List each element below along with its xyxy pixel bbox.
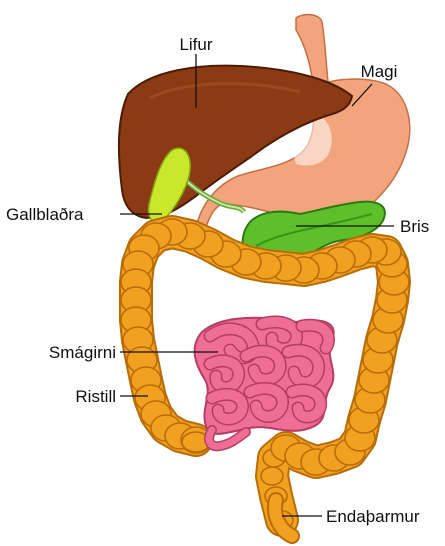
label-rectum: Endaþarmur <box>326 507 420 526</box>
label-pancreas: Bris <box>400 217 429 236</box>
small-intestine <box>195 318 334 447</box>
label-gallbladder: Gallblaðra <box>6 205 84 224</box>
label-small-intestine: Smágirni <box>49 343 116 362</box>
label-colon: Ristill <box>75 387 116 406</box>
label-liver: Lifur <box>179 35 212 54</box>
label-stomach: Magi <box>361 62 398 81</box>
colon-haustrum <box>261 467 283 485</box>
